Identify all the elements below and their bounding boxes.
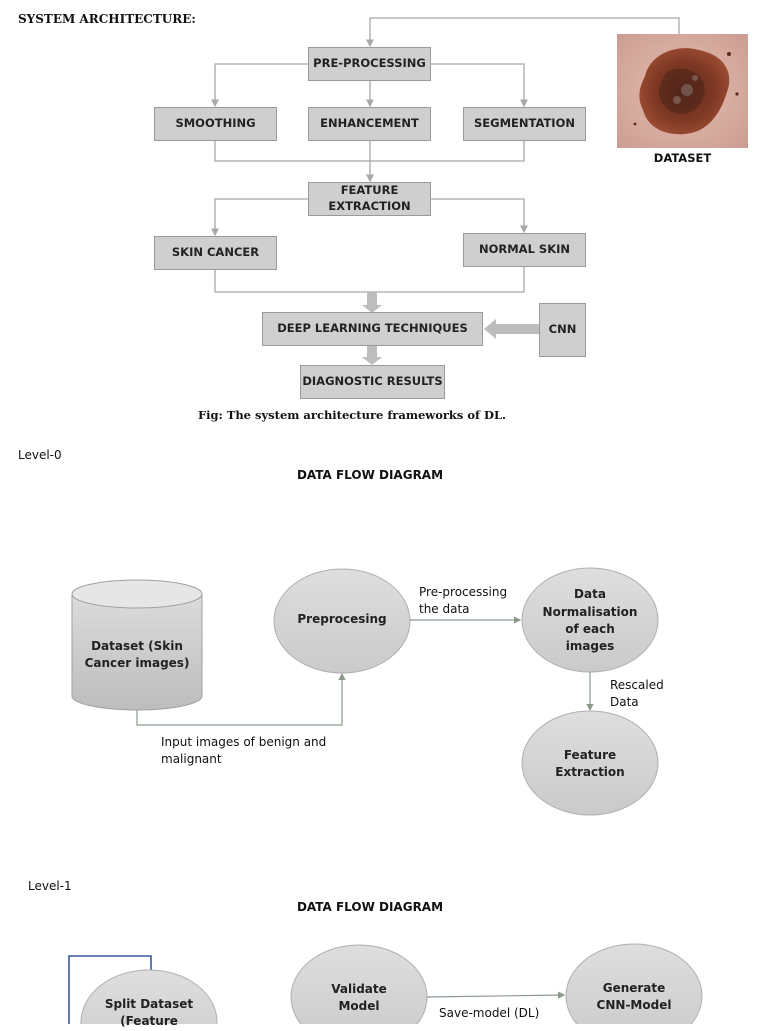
validate-line1: Validate — [331, 981, 387, 996]
level0-title: DATA FLOW DIAGRAM — [296, 468, 444, 482]
split-dataset-ellipse — [80, 969, 218, 1024]
norm-line2: Normalisation — [542, 604, 638, 619]
figure-caption-text: Fig: The system architecture frameworks … — [197, 408, 507, 422]
edge-input-images-label: Input images of benign and malignant — [161, 734, 326, 769]
segmentation-box: SEGMENTATION — [463, 107, 586, 141]
edge-pre-line1: Pre-processing — [419, 585, 508, 599]
edge-rescaled-line1: Rescaled — [610, 678, 664, 692]
deep-learning-box: DEEP LEARNING TECHNIQUES — [262, 312, 483, 346]
generate-cnn-model-ellipse — [565, 943, 703, 1024]
preprocessing-ellipse-label: Preprocesing — [274, 600, 410, 640]
dataset-cylinder — [71, 579, 203, 711]
feature-extraction-box: FEATURE EXTRACTION — [308, 182, 431, 216]
normalisation-ellipse-label: Data Normalisation of each images — [522, 584, 658, 658]
architecture-connectors — [211, 17, 680, 365]
feature-line1: Feature — [563, 747, 617, 762]
edge-save-model-label: Save-model (DL) — [439, 1006, 540, 1020]
deep-learning-label: DEEP LEARNING TECHNIQUES — [277, 321, 468, 336]
generate-line2: CNN-Model — [596, 998, 672, 1012]
feature-extraction-line2: EXTRACTION — [328, 199, 411, 213]
split-line1: Split Dataset — [104, 997, 194, 1011]
generate-line1: Generate — [602, 980, 666, 995]
dataset-label-line2: Cancer images) — [84, 656, 190, 670]
input-line2: malignant — [161, 752, 222, 767]
level1-label: Level-1 — [28, 879, 72, 893]
split-dataset-label: Split Dataset (Feature — [81, 996, 217, 1030]
dataset-lesion-image — [617, 34, 748, 148]
enhancement-label: ENHANCEMENT — [320, 116, 419, 131]
level1-title: DATA FLOW DIAGRAM — [296, 900, 444, 914]
validate-line2: Model — [338, 999, 380, 1013]
normal-skin-box: NORMAL SKIN — [463, 233, 586, 267]
level0-label: Level-0 — [18, 448, 62, 462]
norm-line3: of each — [565, 622, 615, 636]
skin-cancer-box: SKIN CANCER — [154, 236, 277, 270]
enhancement-box: ENHANCEMENT — [308, 107, 431, 141]
smoothing-label: SMOOTHING — [175, 116, 256, 131]
cnn-label: CNN — [548, 322, 577, 337]
feature-extraction-line1: FEATURE — [340, 183, 399, 198]
dataset-cylinder-label: Dataset (Skin Cancer images) — [72, 630, 202, 680]
dataset-label: DATASET — [653, 151, 712, 165]
edge-rescaled-line2: Data — [610, 695, 639, 710]
norm-line1: Data — [574, 587, 606, 602]
normal-skin-label: NORMAL SKIN — [478, 242, 571, 257]
edge-pre-line2: the data — [419, 602, 470, 617]
segmentation-label: SEGMENTATION — [474, 116, 575, 131]
feature-extraction-ellipse-label: Feature Extraction — [522, 744, 658, 784]
preprocessing-box: PRE-PROCESSING — [308, 47, 431, 81]
feature-line2: Extraction — [555, 765, 625, 779]
skin-cancer-label: SKIN CANCER — [171, 245, 260, 260]
validate-model-label: Validate Model — [291, 980, 427, 1016]
dataset-label-line1: Dataset (Skin — [91, 638, 183, 653]
smoothing-box: SMOOTHING — [154, 107, 277, 141]
split-line2: (Feature — [120, 1014, 178, 1029]
preprocessing-label: PRE-PROCESSING — [313, 56, 426, 71]
system-architecture-heading: SYSTEM ARCHITECTURE: — [18, 12, 196, 26]
input-line1: Input images of benign and — [161, 735, 327, 749]
generate-cnn-model-label: Generate CNN-Model — [566, 979, 702, 1015]
split-loop-connector — [68, 955, 152, 1024]
figure-caption: Fig: The system architecture frameworks … — [0, 408, 700, 422]
edge-preprocessing-label: Pre-processing the data — [419, 584, 507, 619]
edge-rescaled-label: Rescaled Data — [610, 677, 664, 712]
diagnostic-results-label: DIAGNOSTIC RESULTS — [302, 374, 443, 389]
preprocessing-text: Preprocesing — [297, 612, 387, 627]
diagnostic-results-box: DIAGNOSTIC RESULTS — [300, 365, 445, 399]
norm-line4: images — [565, 639, 615, 654]
cnn-box: CNN — [539, 303, 586, 357]
